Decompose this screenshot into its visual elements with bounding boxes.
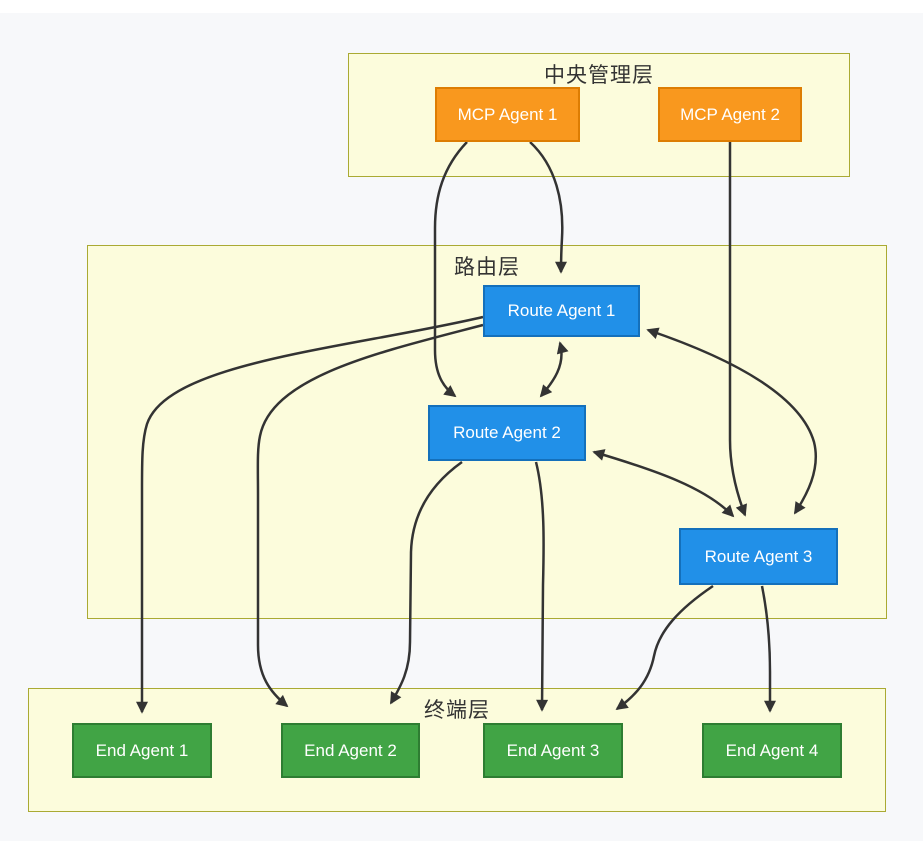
node-mcp-agent-1: MCP Agent 1 [435, 87, 580, 142]
page-top-strip [0, 0, 923, 13]
layer-routing-label: 路由层 [454, 256, 520, 279]
node-end-agent-2: End Agent 2 [281, 723, 420, 778]
node-route-agent-2: Route Agent 2 [428, 405, 586, 461]
layer-central-management-label: 中央管理层 [544, 64, 654, 87]
node-route-agent-3: Route Agent 3 [679, 528, 838, 585]
node-mcp-agent-2: MCP Agent 2 [658, 87, 802, 142]
node-end-agent-4: End Agent 4 [702, 723, 842, 778]
node-route-agent-1: Route Agent 1 [483, 285, 640, 337]
node-end-agent-1: End Agent 1 [72, 723, 212, 778]
layer-terminal-label: 终端层 [424, 699, 490, 722]
node-end-agent-3: End Agent 3 [483, 723, 623, 778]
